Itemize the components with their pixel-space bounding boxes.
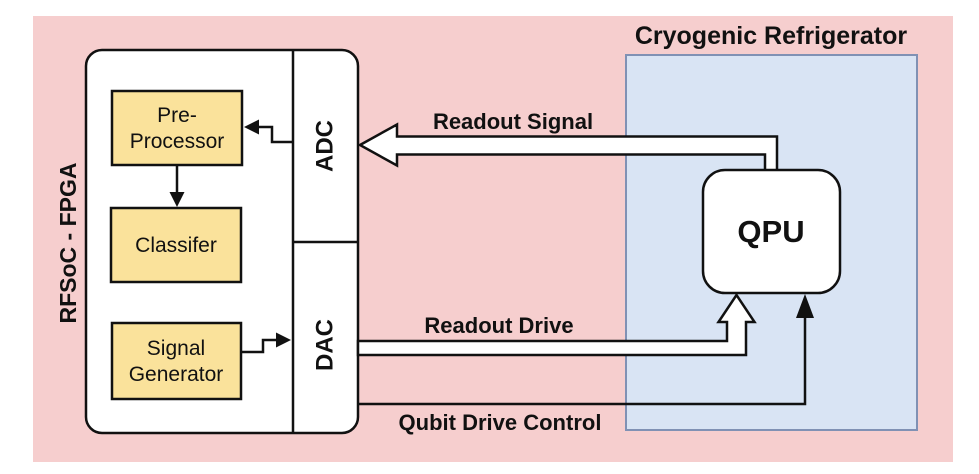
pre-processor-label-line2: Processor bbox=[130, 130, 225, 153]
adc-to-preprocessor-arrow bbox=[256, 125, 293, 144]
readout-drive-arrow bbox=[356, 292, 757, 357]
qubit-drive-label: Qubit Drive Control bbox=[399, 410, 602, 435]
signal-generator-label-line2: Generator bbox=[129, 363, 224, 386]
adc-to-preprocessor-arrowhead bbox=[244, 119, 259, 135]
signal-generator-to-dac-arrow bbox=[242, 338, 278, 354]
preprocessor-to-classifier-arrowhead bbox=[169, 192, 185, 207]
signal-generator-to-dac-arrowhead bbox=[276, 332, 291, 348]
fridge-title: Cryogenic Refrigerator bbox=[635, 22, 908, 50]
signal-generator-label-line1: Signal bbox=[147, 337, 205, 360]
qubit-drive-line bbox=[358, 314, 807, 406]
pre-processor-block bbox=[110, 89, 244, 167]
qpu-block bbox=[701, 168, 842, 295]
dac-section-label: DAC bbox=[312, 319, 339, 371]
classifier-label: Classifer bbox=[135, 234, 217, 257]
signal-generator-block bbox=[110, 321, 243, 401]
fpga-side-label: RFSoC - FPGA bbox=[55, 163, 81, 324]
adc-section-label: ADC bbox=[312, 120, 339, 172]
readout-signal-label: Readout Signal bbox=[433, 109, 593, 134]
classifier-block bbox=[109, 206, 243, 284]
pre-processor-label-line1: Pre- bbox=[157, 104, 197, 127]
qubit-drive-arrowhead bbox=[796, 294, 814, 318]
readout-drive-label: Readout Drive bbox=[424, 313, 573, 338]
qpu-label: QPU bbox=[737, 214, 804, 249]
